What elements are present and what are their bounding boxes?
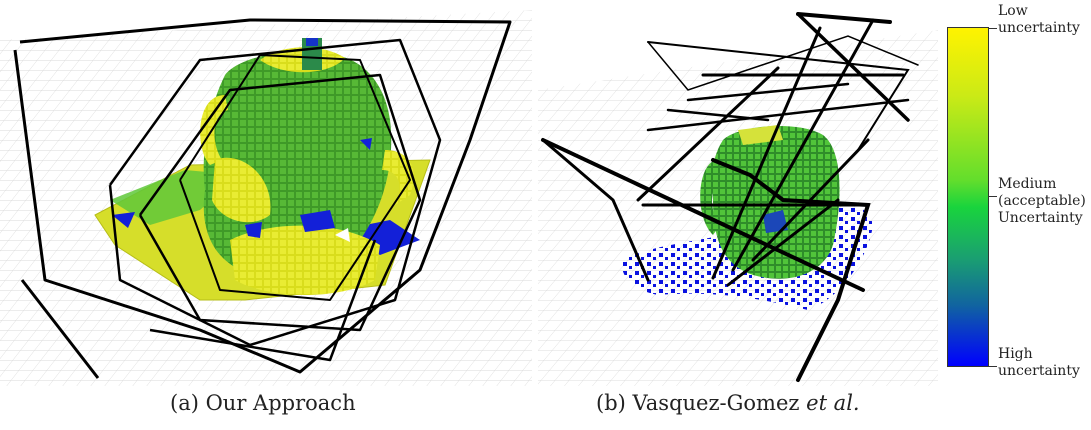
- colorbar-tick-medium: [989, 196, 997, 197]
- voxel-scene-b: [538, 12, 938, 386]
- caption-b: (b) Vasquez-Gomez et al.: [596, 391, 860, 415]
- white-hole: [335, 228, 350, 242]
- colorbar-tick-high: [989, 366, 997, 367]
- colorbar-medium-line2: (acceptable): [998, 193, 1086, 209]
- blue-patch-3: [360, 138, 372, 150]
- colorbar-tick-low: [989, 28, 997, 29]
- colorbar-high-line1: High: [998, 346, 1033, 362]
- colorbar-medium-line3: Uncertainty: [998, 210, 1083, 226]
- colorbar-label-medium: Medium (acceptable) Uncertainty: [998, 176, 1086, 227]
- colorbar-label-high: High uncertainty: [998, 346, 1080, 380]
- panel-b-render: [538, 0, 938, 386]
- panel-a-render: [0, 0, 532, 386]
- blue-patch-1: [300, 210, 335, 232]
- caption-b-text: Vasquez-Gomez: [632, 391, 800, 415]
- uncertainty-colorbar: [947, 27, 989, 367]
- teapot-spout: [382, 150, 414, 205]
- caption-a-text: Our Approach: [205, 391, 356, 415]
- colorbar-medium-line1: Medium: [998, 176, 1057, 192]
- blue-patch-2: [245, 222, 262, 238]
- teapot-left-yellow: [212, 157, 271, 223]
- voxel-scene-a: [0, 10, 532, 386]
- trajectory-lines-b: [541, 12, 919, 382]
- voxel-floor-blue-2: [112, 212, 135, 228]
- teapot-voxels-b: [711, 125, 840, 279]
- teapot-base: [230, 225, 380, 295]
- colorbar-low-line2: uncertainty: [998, 20, 1080, 36]
- trajectory-lines-a: [13, 18, 512, 379]
- colorbar-high-line2: uncertainty: [998, 363, 1080, 379]
- blue-spots-b: [763, 210, 788, 233]
- caption-b-prefix: (b): [596, 391, 626, 415]
- caption-a: (a) Our Approach: [170, 391, 356, 415]
- caption-a-prefix: (a): [170, 391, 199, 415]
- colorbar-label-low: Low uncertainty: [998, 3, 1080, 37]
- teapot-handle: [200, 95, 228, 165]
- colorbar-low-line1: Low: [998, 3, 1028, 19]
- caption-b-suffix: et al.: [806, 391, 860, 415]
- teapot-knob-top: [306, 38, 318, 46]
